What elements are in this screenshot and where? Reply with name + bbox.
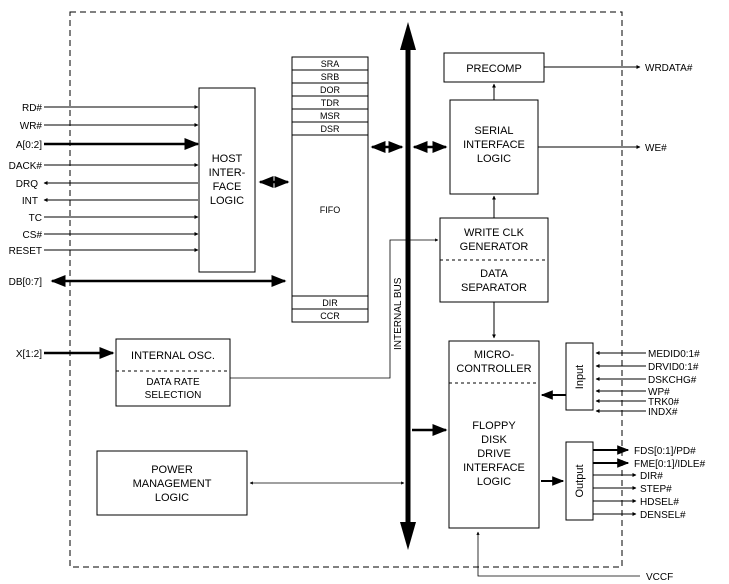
vccf-label: VCCF <box>646 572 673 583</box>
host-label-1: HOST <box>212 153 243 165</box>
input-label: Input <box>574 365 586 389</box>
power-management-block: POWER MANAGEMENT LOGIC <box>96 450 248 516</box>
serial-label-3: LOGIC <box>477 153 511 165</box>
signal-dskchg: DSKCHG# <box>648 375 697 386</box>
power-label-3: LOGIC <box>155 492 189 504</box>
signal-wp: WP# <box>648 387 670 398</box>
reg-dsr: DSR <box>320 124 340 134</box>
serial-label-1: SERIAL <box>474 125 513 137</box>
signal-rd: RD# <box>22 103 42 114</box>
reg-sra: SRA <box>321 59 340 69</box>
datasep-label-2: SEPARATOR <box>461 282 527 294</box>
host-label-2: INTER- <box>209 167 246 179</box>
datarate-label-2: SELECTION <box>145 390 202 401</box>
micro-label-2: CONTROLLER <box>456 363 531 375</box>
signal-cs: CS# <box>23 230 43 241</box>
floppy-label-2: DISK <box>481 434 507 446</box>
osc-writeclk-line <box>318 238 439 379</box>
host-signals <box>43 105 200 252</box>
xin-label: X[1:2] <box>16 349 42 360</box>
internal-bus-label: INTERNAL BUS <box>393 277 404 350</box>
reg-dor: DOR <box>320 85 341 95</box>
host-label-3: FACE <box>213 181 242 193</box>
reg-dir: DIR <box>322 298 338 308</box>
output-signal-labels: FDS[0:1]/PD# FME[0:1]/IDLE# DIR# STEP# H… <box>634 446 706 521</box>
power-label-1: POWER <box>151 464 193 476</box>
reg-ccr: CCR <box>320 311 340 321</box>
datarate-label-1: DATA RATE <box>146 377 200 388</box>
micro-label-1: MICRO- <box>474 349 515 361</box>
reg-srb: SRB <box>321 72 340 82</box>
signal-dir: DIR# <box>640 471 663 482</box>
serial-interface-block: SERIAL INTERFACE LOGIC <box>449 99 539 195</box>
fifo-label: FIFO <box>320 205 341 215</box>
host-signal-labels: RD# WR# A[0:2] DACK# DRQ INT TC CS# RESE… <box>9 103 43 257</box>
signal-int: INT <box>22 196 38 207</box>
signal-densel: DENSEL# <box>640 510 686 521</box>
osc-label: INTERNAL OSC. <box>131 350 215 362</box>
signal-fme: FME[0:1]/IDLE# <box>634 459 706 470</box>
power-label-2: MANAGEMENT <box>133 478 212 490</box>
chip-boundary <box>69 11 623 568</box>
signal-hdsel: HDSEL# <box>640 497 679 508</box>
datasep-label-1: DATA <box>480 268 508 280</box>
writeclk-label-1: WRITE CLK <box>464 227 525 239</box>
signal-medid: MEDID0:1# <box>648 349 700 360</box>
input-signal-lines <box>595 351 646 413</box>
fifo-block: SRA SRB DOR TDR MSR DSR FIFO DIR CCR <box>291 56 369 323</box>
signal-indx: INDX# <box>648 407 678 418</box>
osc-datarate-block: INTERNAL OSC. DATA RATE SELECTION <box>115 338 231 407</box>
writeclk-datasep-block: WRITE CLK GENERATOR DATA SEPARATOR <box>439 217 549 303</box>
input-block: Input <box>565 342 594 411</box>
floppy-label-5: LOGIC <box>477 476 511 488</box>
signal-fds: FDS[0:1]/PD# <box>634 446 696 457</box>
output-label: Output <box>574 464 586 497</box>
floppy-label-4: INTERFACE <box>463 462 525 474</box>
reg-msr: MSR <box>320 111 341 121</box>
signal-step: STEP# <box>640 484 672 495</box>
precomp-block: PRECOMP <box>443 52 545 83</box>
signal-dack: DACK# <box>9 161 43 172</box>
db-bus: DB[0:7] <box>9 275 287 288</box>
floppy-label-1: FLOPPY <box>472 420 516 432</box>
floppy-label-3: DRIVE <box>477 448 511 460</box>
vccf-line <box>476 531 640 577</box>
db-label: DB[0:7] <box>9 277 43 288</box>
signal-tc: TC <box>29 213 42 224</box>
we-label: WE# <box>645 143 667 154</box>
signal-reset: RESET <box>9 246 42 257</box>
signal-trk0: TRK0# <box>648 397 680 408</box>
output-signal-lines <box>593 445 637 516</box>
reg-tdr: TDR <box>321 98 340 108</box>
host-label-4: LOGIC <box>210 195 244 207</box>
precomp-label: PRECOMP <box>466 63 522 75</box>
input-signal-labels: MEDID0:1# DRVID0:1# DSKCHG# WP# TRK0# IN… <box>648 349 700 418</box>
signal-a02: A[0:2] <box>16 140 42 151</box>
internal-bus: INTERNAL BUS <box>393 22 416 550</box>
output-block: Output <box>565 441 594 521</box>
micro-floppy-block: MICRO- CONTROLLER FLOPPY DISK DRIVE INTE… <box>448 340 540 529</box>
wrdata-label: WRDATA# <box>645 63 693 74</box>
signal-drq: DRQ <box>16 179 38 190</box>
writeclk-label-2: GENERATOR <box>460 241 529 253</box>
signal-wr: WR# <box>20 121 43 132</box>
serial-label-2: INTERFACE <box>463 139 525 151</box>
signal-drvid: DRVID0:1# <box>648 362 699 373</box>
host-interface-block: HOST INTER- FACE LOGIC <box>198 87 256 273</box>
